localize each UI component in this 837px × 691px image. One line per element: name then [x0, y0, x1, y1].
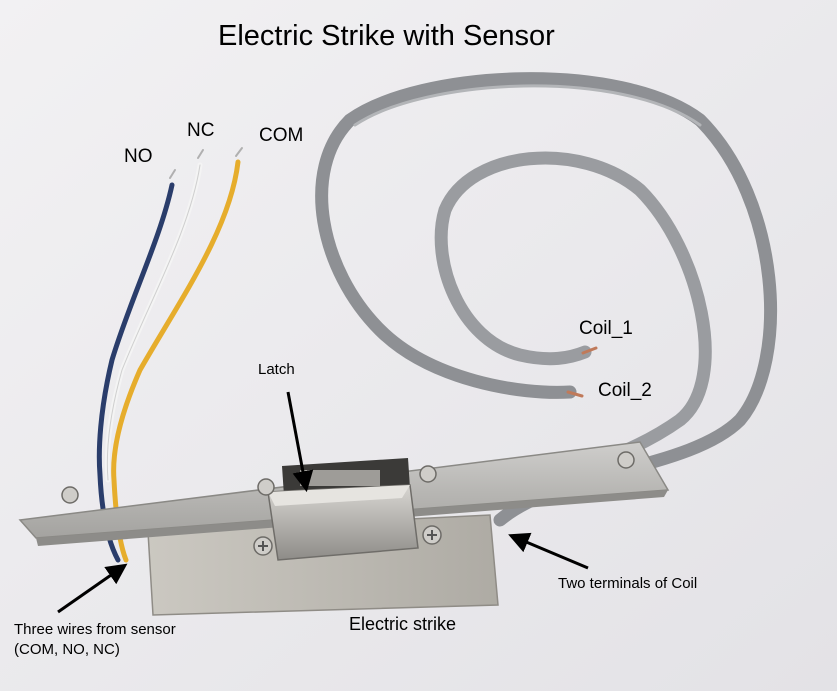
sensor-wires-arrow: [57, 563, 128, 614]
label-three-wires-line2: (COM, NO, NC): [14, 641, 120, 659]
coil-cable-highlight: [353, 84, 702, 127]
coil-wire-tip-2: [566, 390, 584, 398]
label-three-wires-line1: Three wires from sensor: [14, 621, 176, 638]
label-nc: NC: [187, 120, 215, 141]
coil-cable-outer-loop: [315, 72, 777, 527]
sensor-wire-tip-nc: [197, 149, 204, 159]
label-latch: Latch: [258, 361, 295, 378]
latch-bolt-top: [300, 470, 380, 486]
label-electric-strike: Electric strike: [349, 614, 457, 634]
label-com: COM: [259, 125, 304, 146]
screw-right-hole: [617, 451, 635, 469]
coil-wire-tip-1: [581, 346, 598, 355]
electric-strike-device: [18, 441, 670, 616]
image-title: Electric Strike with Sensor: [218, 20, 555, 52]
label-no: NO: [124, 146, 153, 167]
annotation-arrows: [57, 391, 589, 614]
label-coil-1: Coil_1: [579, 318, 633, 339]
coil-terminals-arrow: [508, 532, 589, 570]
screw-slots: [258, 530, 437, 551]
label-two-terminals: Two terminals of Coil: [558, 575, 698, 592]
screws: [61, 451, 635, 556]
latch-arrow: [286, 391, 314, 493]
screw-top-right: [419, 465, 437, 483]
coil-cable-inner-loop: [434, 151, 712, 507]
label-coil-2: Coil_2: [598, 380, 652, 401]
sensor-wire-tip-no: [169, 169, 176, 179]
screw-top-left: [257, 478, 275, 496]
sensor-wire-tip-com: [235, 147, 243, 157]
screw-left-hole: [61, 486, 79, 504]
coil-cable: [315, 72, 777, 527]
sensor-wire-nc-outline: [106, 164, 201, 481]
label-three-wires: Three wires from sensor (COM, NO, NC): [14, 620, 176, 661]
